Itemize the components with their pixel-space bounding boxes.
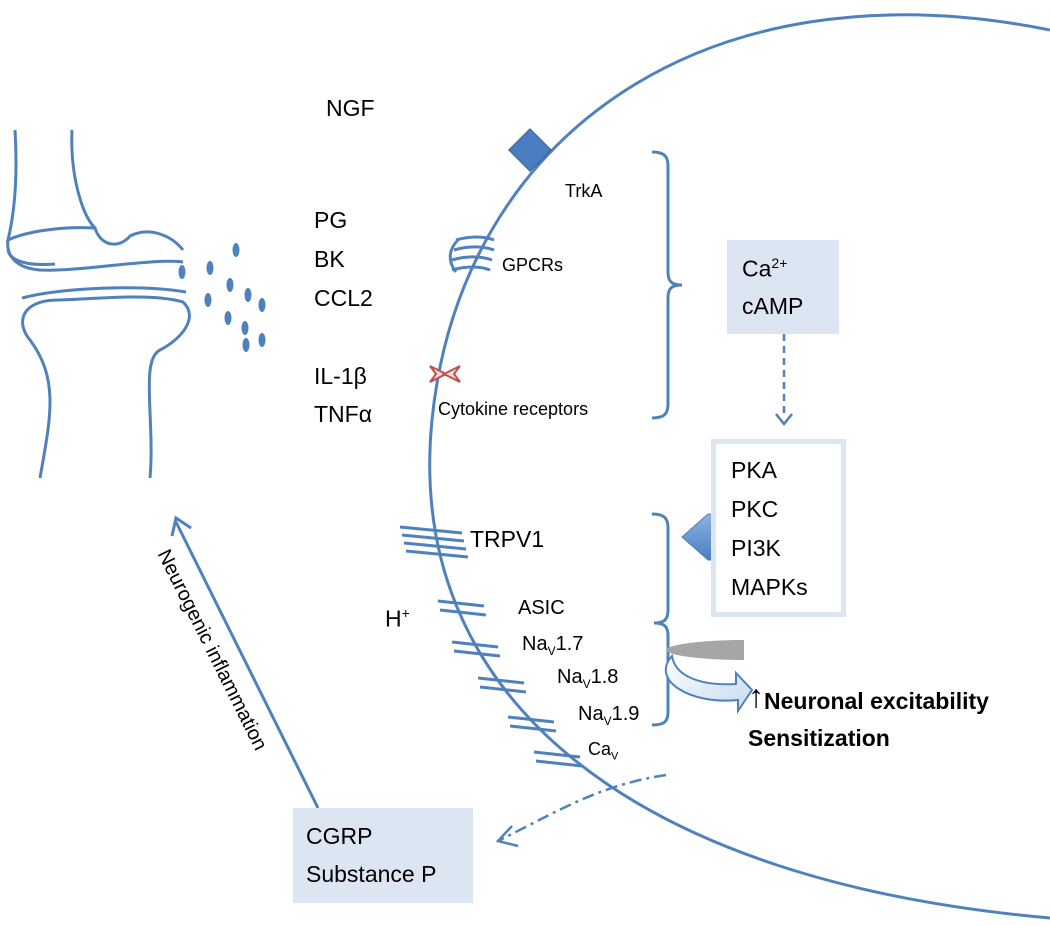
label-trpv1: TRPV1: [470, 526, 545, 552]
kinase-mapks: MAPKs: [731, 574, 808, 600]
label-nav17: NaV1.7: [522, 633, 584, 658]
knee-joint-icon: [5, 129, 191, 479]
mediator-pg: PG: [314, 207, 348, 233]
neurogenic-inflammation-arrow: [174, 521, 320, 809]
second-messenger-box: Ca2+ cAMP: [727, 240, 839, 334]
label-neuronal-excitability: Neuronal excitability: [764, 688, 989, 714]
nav17-channel-icon: [451, 640, 501, 658]
trka-receptor-icon: [508, 128, 552, 172]
neuropeptide-box: CGRP Substance P: [293, 808, 473, 903]
kinase-pkc: PKC: [731, 496, 779, 522]
kinase-pi3k: PI3K: [731, 535, 781, 561]
cytokine-receptor-icon: [429, 365, 461, 383]
synovial-mediator-dots: [178, 243, 266, 352]
label-asic: ASIC: [518, 597, 565, 619]
kinase-box: PKA PKC PI3K MAPKs: [711, 439, 846, 617]
mediator-ngf: NGF: [326, 95, 375, 121]
cav-channel-icon: [533, 750, 583, 768]
label-trka: TrkA: [565, 181, 603, 201]
label-nav19: NaV1.9: [578, 703, 640, 728]
nav18-channel-icon: [477, 676, 527, 694]
gpcr-receptor-icon: [448, 235, 495, 273]
excitability-cycle-arrow: [664, 640, 754, 715]
label-sensitization: Sensitization: [748, 725, 890, 751]
label-camp: cAMP: [742, 293, 804, 319]
trpv1-channel-icon: [399, 525, 469, 559]
mediator-tnfa: TNFα: [314, 401, 373, 427]
mediator-bk: BK: [314, 246, 345, 272]
label-nav18: NaV1.8: [557, 666, 619, 691]
mediator-il1b: IL-1β: [314, 363, 367, 389]
up-arrow-icon: ↑: [748, 678, 764, 714]
receptor-bracket: [651, 150, 683, 420]
label-calcium: Ca2+: [742, 255, 788, 282]
label-cytokine-receptors: Cytokine receptors: [438, 399, 589, 419]
cell-membrane: [428, 13, 1050, 920]
asic-channel-icon: [437, 599, 487, 617]
nav19-channel-icon: [507, 715, 557, 733]
mediator-h-plus: H+: [385, 605, 410, 632]
neuropeptide-release-arrow: [499, 773, 667, 842]
mediator-ccl2: CCL2: [314, 285, 373, 311]
label-cav: CaV: [588, 739, 619, 763]
label-gpcrs: GPCRs: [502, 255, 564, 275]
channel-bracket: [651, 512, 670, 727]
label-substance-p: Substance P: [306, 861, 437, 887]
label-cgrp: CGRP: [306, 823, 373, 849]
kinase-pka: PKA: [731, 457, 778, 483]
